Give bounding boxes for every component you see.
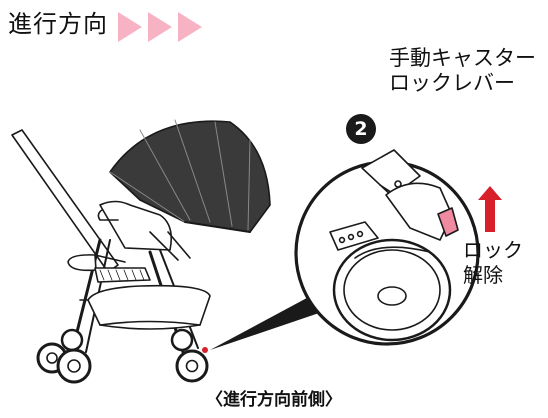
direction-arrow-1 bbox=[118, 12, 142, 42]
caster-lock-lever bbox=[437, 207, 459, 237]
rear-left-wheel bbox=[56, 348, 92, 384]
direction-arrows-icon bbox=[118, 12, 202, 42]
lock-release-arrow-icon bbox=[478, 186, 502, 232]
callout-pointer bbox=[210, 292, 322, 350]
seat bbox=[99, 200, 173, 251]
under-basket bbox=[87, 284, 211, 330]
caster-closeup bbox=[294, 149, 480, 346]
front-right-wheel bbox=[170, 328, 209, 383]
stroller-illustration bbox=[11, 119, 322, 384]
caster-lock-lever-label-line1: 手動キャスター bbox=[389, 46, 536, 70]
lock-release-label-line2: 解除 bbox=[463, 263, 503, 287]
step-number-badge: 2 bbox=[346, 114, 376, 144]
caster-lock-lever-label-line2: ロックレバー bbox=[389, 71, 515, 95]
direction-arrow-3 bbox=[178, 12, 202, 42]
direction-arrow-2 bbox=[148, 12, 172, 42]
diagram-caption: 〈進行方向前側〉 bbox=[206, 390, 342, 410]
lock-release-label-line1: ロック bbox=[463, 238, 523, 262]
direction-label: 進行方向 bbox=[8, 10, 108, 38]
handle-bar bbox=[11, 129, 119, 273]
